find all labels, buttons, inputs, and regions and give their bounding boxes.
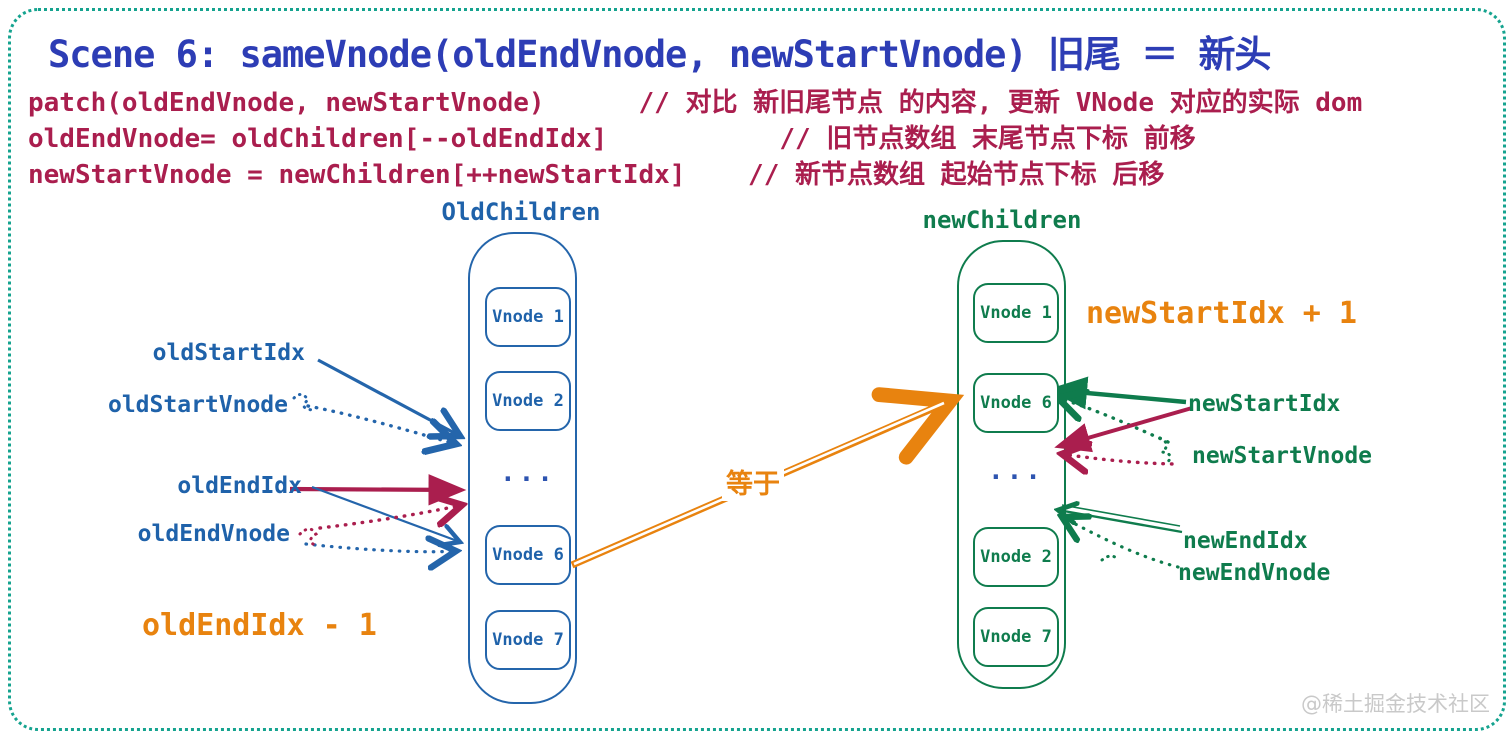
new-end-idx-arrow-double	[1061, 504, 1181, 527]
old-vnode-2: Vnode 2	[485, 371, 571, 431]
new-vnode-2: Vnode 2	[973, 527, 1059, 587]
new-start-idx-arrow	[1047, 376, 1187, 410]
watermark: @稀土掘金技术社区	[1301, 692, 1490, 716]
old-start-vnode-label: oldStartVnode	[107, 392, 288, 418]
old-vnode-6: Vnode 6	[485, 525, 571, 585]
equals-arrow-label: 等于	[722, 462, 784, 501]
old-end-vnode-label: oldEndVnode	[137, 521, 290, 547]
new-start-vnode-current-arrow	[1058, 398, 1170, 444]
new-end-vnode-label: newEndVnode	[1178, 560, 1331, 586]
new-end-vnode-arrow	[1062, 517, 1180, 569]
new-vnode-1: Vnode 1	[973, 283, 1059, 343]
new-end-idx-label: newEndIdx	[1183, 528, 1308, 554]
old-start-vnode-scribble	[292, 393, 314, 412]
new-end-vnode-scribble	[1100, 554, 1120, 562]
new-vnode-7: Vnode 7	[973, 607, 1059, 667]
code-line-old-end-vnode: oldEndVnode= oldChildren[--oldEndIdx] //…	[28, 124, 1196, 154]
new-vnode-6: Vnode 6	[973, 373, 1059, 433]
new-children-label: newChildren	[922, 206, 1082, 234]
code-line-new-start-vnode: newStartVnode = newChildren[++newStartId…	[28, 160, 1165, 190]
new-start-vnode-label: newStartVnode	[1192, 443, 1373, 469]
new-start-moved-solid-arrow	[1054, 406, 1193, 453]
old-end-decrement-note: oldEndIdx - 1	[142, 608, 377, 643]
page-title: Scene 6: sameVnode(oldEndVnode, newStart…	[48, 33, 1272, 76]
old-children-container	[468, 232, 577, 704]
old-end-idx-label: oldEndIdx	[177, 473, 302, 499]
code-line-patch: patch(oldEndVnode, newStartVnode) // 对比 …	[28, 88, 1363, 118]
old-end-vnode-current-arrow	[304, 544, 456, 552]
new-start-moved-dotted-arrow	[1062, 454, 1174, 464]
old-vnode-1: Vnode 1	[485, 287, 571, 347]
old-end-idx-current-arrow	[311, 485, 460, 542]
old-ellipsis: ...	[500, 458, 556, 488]
old-start-idx-label: oldStartIdx	[152, 340, 305, 366]
old-start-idx-arrow	[317, 358, 460, 436]
new-end-idx-arrow	[1058, 510, 1183, 534]
old-vnode-7: Vnode 7	[485, 610, 571, 670]
new-ellipsis: ...	[988, 456, 1044, 486]
new-start-increment-note: newStartIdx + 1	[1086, 296, 1357, 331]
old-start-vnode-arrow	[306, 404, 456, 444]
new-start-vnode-scribble	[1158, 436, 1172, 466]
old-children-label: OldChildren	[441, 198, 601, 226]
new-start-idx-label: newStartIdx	[1188, 391, 1341, 417]
old-end-vnode-scribble	[298, 527, 320, 548]
